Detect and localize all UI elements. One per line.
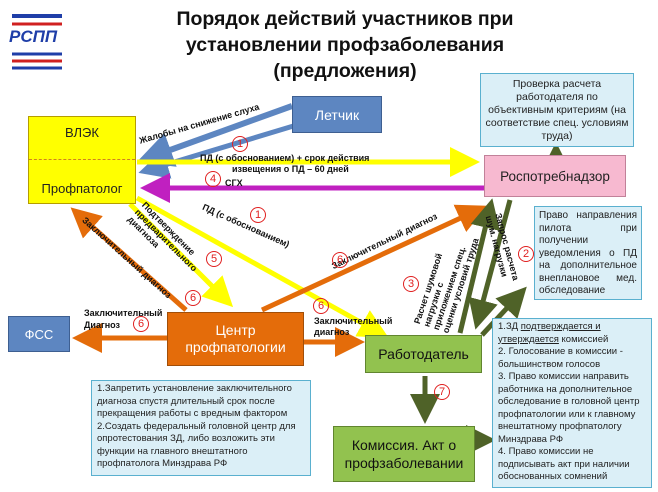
step-number: 3 [403, 276, 419, 292]
step-number: 5 [206, 251, 222, 267]
proposal-item: 2.Создать федеральный головной центр для… [97, 420, 296, 470]
pilot-referral-box: Право направления пилота при получении у… [534, 206, 642, 300]
label-final-emp-2: диагноз [314, 327, 350, 337]
pilot-box: Летчик [292, 96, 382, 133]
fss-box: ФСС [8, 316, 70, 352]
proposals-box: 1.Запретить установление заключительного… [91, 380, 311, 476]
label-final-fss-2: Диагноз [84, 320, 120, 330]
step-number: 7 [434, 384, 450, 400]
proposal-item: 1.Запретить установление заключительного… [97, 383, 292, 419]
rights-item: 3. Право комиссии направить работника на… [498, 371, 640, 445]
rospotrebnadzor-box: Роспотребнадзор [484, 155, 626, 197]
vlek-box: ВЛЭК Профпатолог [28, 116, 136, 204]
step-number: 6 [133, 316, 149, 332]
label-pd-line1: ПД (с обоснованием) + срок действия [200, 153, 370, 163]
arrow-employer-rospot [457, 198, 500, 334]
label-final-fss-1: Заключительный [84, 308, 163, 318]
label-final-emp-1: Заключительный [314, 316, 393, 326]
employer-box: Работодатель [365, 335, 482, 373]
label-pd-line2: извещения о ПД – 60 дней [232, 164, 349, 174]
rspp-logo [6, 6, 68, 78]
step-number: 6 [185, 290, 201, 306]
step-number: 6 [332, 252, 348, 268]
rights-item: 1.ЗД подтверждается и утверждается комис… [498, 321, 609, 345]
center-box: Центр профпатологии [167, 312, 304, 366]
arrow-vlek-center [128, 202, 234, 308]
rights-item: 4. Право комиссии не подписывать акт при… [498, 446, 630, 482]
vlek-label: ВЛЭК [65, 125, 99, 140]
commission-box: Комиссия. Акт о профзаболевании [333, 426, 475, 482]
logo-text: РСПП [9, 27, 58, 46]
arrow-center-vlek [70, 207, 188, 312]
step-number: 1 [250, 207, 266, 223]
step-number: 4 [205, 171, 221, 187]
step-number: 2 [518, 246, 534, 262]
step-number: 1 [232, 136, 248, 152]
label-sgh: СГХ [225, 178, 243, 188]
page-title: Порядок действий участников при установл… [176, 8, 514, 82]
rights-item: 2. Голосование в комиссии - большинством… [498, 346, 623, 370]
arrow-rospot-employer [468, 199, 513, 330]
profpatolog-label: Профпатолог [41, 181, 123, 196]
step-number: 6 [313, 298, 329, 314]
arrow-vlek-employer [135, 195, 389, 338]
logo-waves-icon [12, 14, 62, 70]
check-box: Проверка расчета работодателя по объекти… [480, 73, 634, 147]
arrow-center-rospot [260, 204, 488, 313]
arrow-pilot-vlek [136, 103, 294, 167]
arrow-employer-right [480, 286, 527, 337]
commission-rights-box: 1.ЗД подтверждается и утверждается комис… [492, 318, 652, 488]
